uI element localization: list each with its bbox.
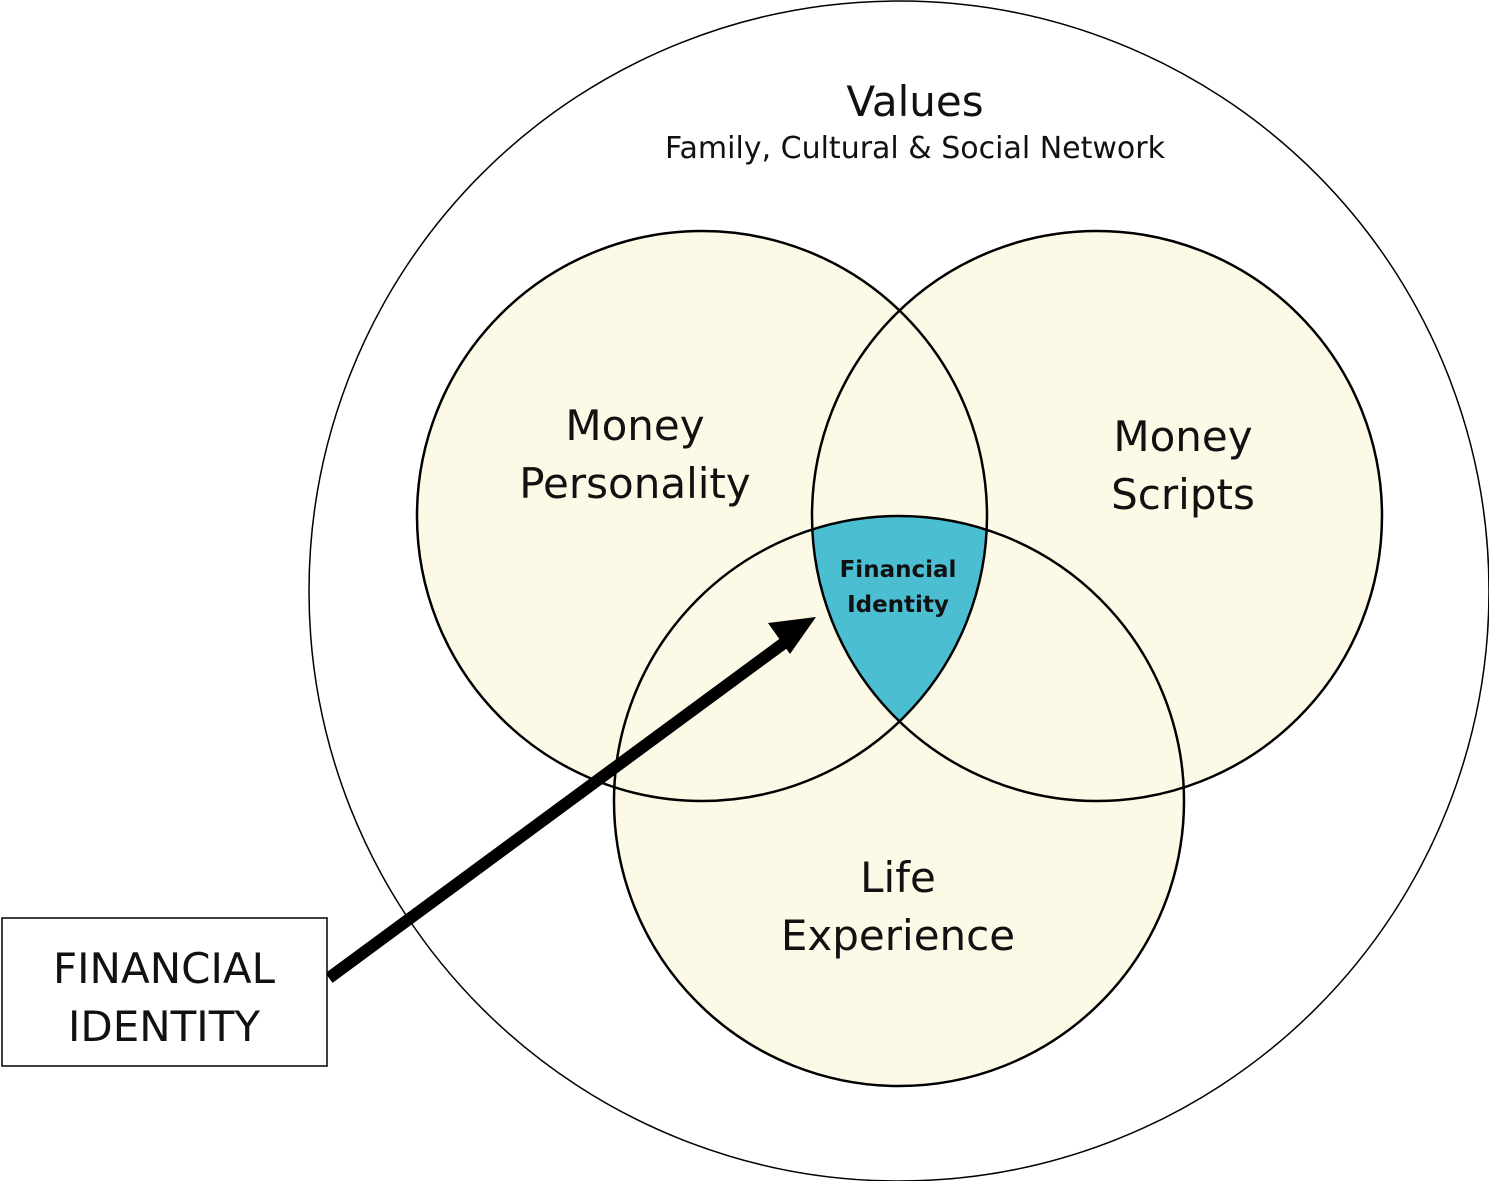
pointer-arrow-shaft <box>325 638 788 983</box>
money-scripts-label-line1: Money <box>1113 412 1252 461</box>
financial-identity-callout-box <box>1 917 328 1067</box>
values-subtitle: Family, Cultural & Social Network <box>665 131 1166 166</box>
money-personality-label-line2: Personality <box>519 459 751 508</box>
values-title: Values <box>846 77 983 126</box>
life-experience-circle <box>612 514 1186 1088</box>
callout-label-line2: IDENTITY <box>68 1002 260 1051</box>
financial-identity-center-label-line1: Financial <box>840 557 957 583</box>
pointer-arrow-head <box>768 617 816 654</box>
callout-label-line1: FINANCIAL <box>53 944 276 993</box>
money-scripts-label-line2: Scripts <box>1111 470 1255 519</box>
life-experience-label-line2: Experience <box>781 911 1015 960</box>
money-personality-label-line1: Money <box>565 401 704 450</box>
life-experience-label-line1: Life <box>860 853 936 902</box>
money-scripts-circle <box>810 229 1384 803</box>
financial-identity-center-label-line2: Identity <box>847 592 949 618</box>
money-personality-circle <box>415 229 989 803</box>
